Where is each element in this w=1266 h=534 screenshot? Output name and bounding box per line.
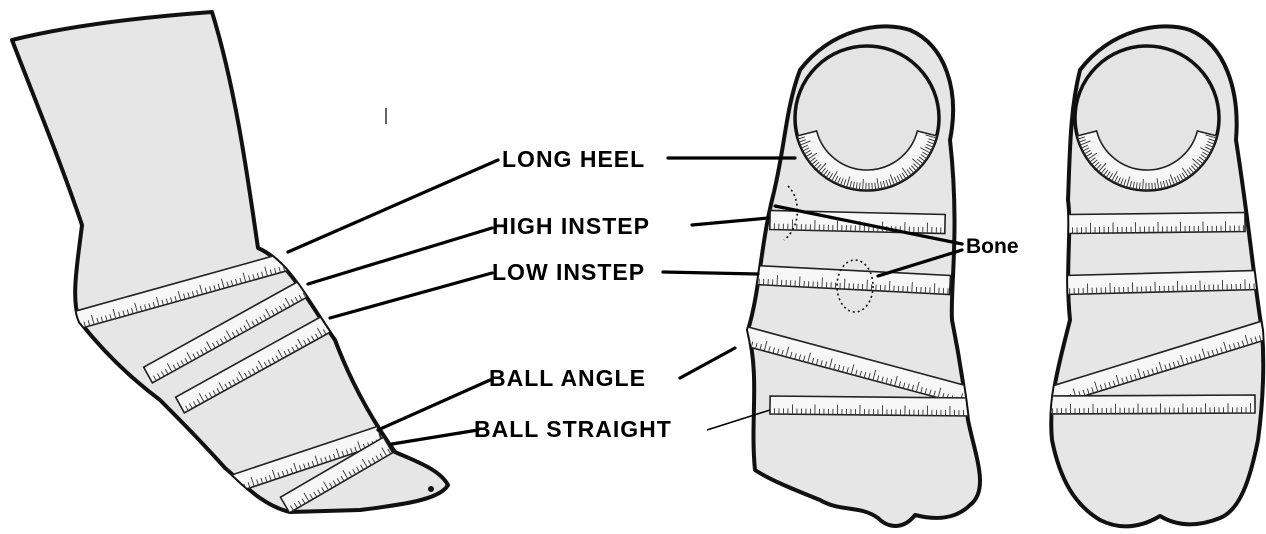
label-long-heel: LONG HEEL <box>502 146 645 172</box>
leader-long-heel-left <box>288 160 498 252</box>
leader-ball-angle-right <box>680 348 735 378</box>
top-view-foot-left <box>743 26 980 526</box>
tape-high-instep-top-right <box>1068 213 1245 234</box>
top-view-foot-right <box>1048 26 1266 526</box>
label-ball-straight: BALL STRAIGHT <box>474 416 672 442</box>
label-high-instep: HIGH INSTEP <box>492 213 650 239</box>
tape-ball-straight-top-right <box>1048 395 1255 414</box>
label-bone: Bone <box>966 235 1019 258</box>
leader-ball-straight-left <box>392 430 478 444</box>
leader-low-instep-left <box>330 273 492 318</box>
label-low-instep: LOW INSTEP <box>492 259 645 285</box>
tape-low-instep-top-right <box>1065 271 1258 295</box>
leader-high-instep-right <box>692 218 768 225</box>
leader-high-instep-left <box>308 228 492 284</box>
tape-ball-straight-top-left <box>770 396 972 416</box>
toe-dot <box>428 486 434 492</box>
label-ball-angle: BALL ANGLE <box>489 365 646 391</box>
leader-low-instep-right <box>663 272 758 274</box>
